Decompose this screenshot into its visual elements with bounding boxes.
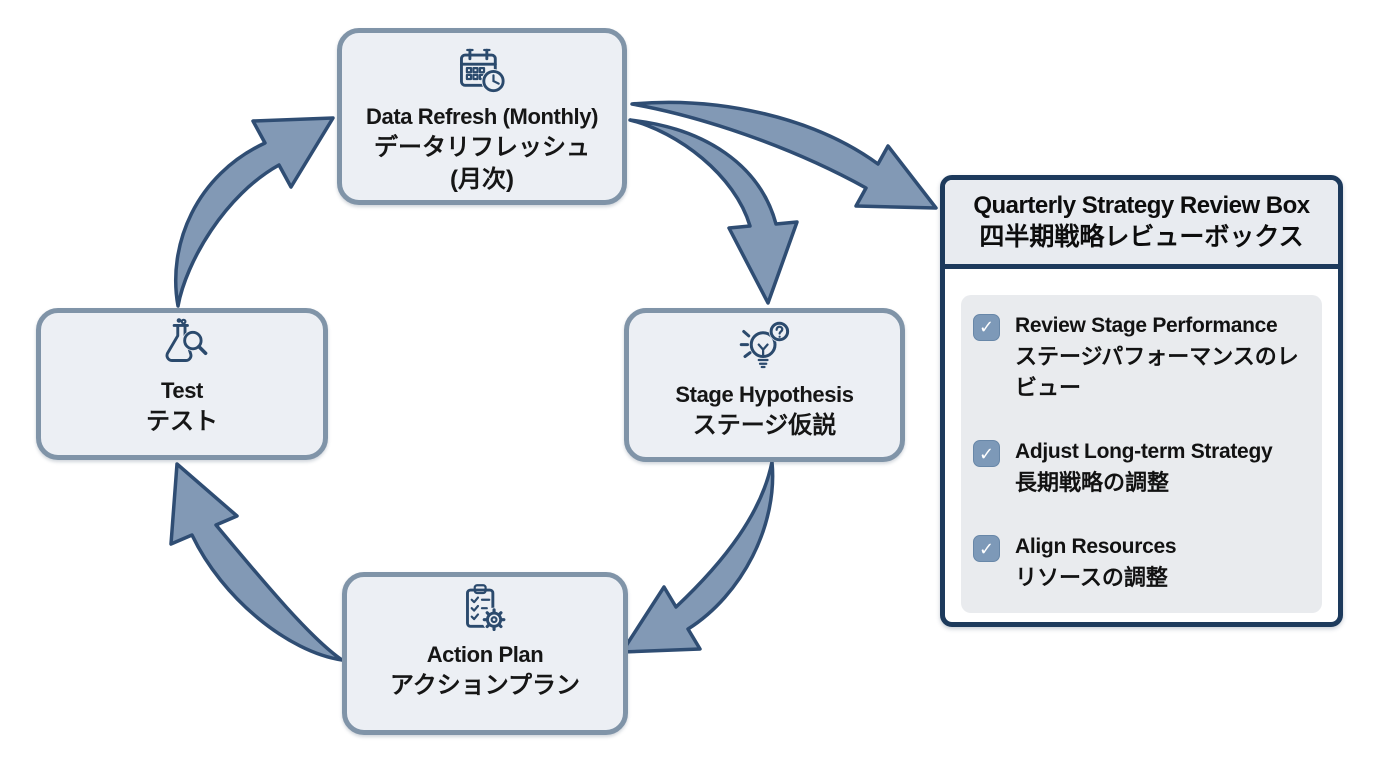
arrow-stage-hypothesis-to-action-plan	[620, 460, 775, 654]
check-icon: ✓	[978, 538, 995, 559]
panel-title-ja: 四半期戦略レビューボックス	[979, 223, 1304, 252]
checklist-label-ja: 長期戦略の調整	[1015, 470, 1170, 496]
checklist-label-en: Review Stage Performance	[1015, 313, 1278, 337]
panel-title-en: Quarterly Strategy Review Box	[973, 192, 1310, 219]
checkbox-align-resources[interactable]: ✓	[973, 535, 1000, 563]
flask-magnifier-icon	[165, 318, 208, 362]
node-action-plan: Action Plan アクションプラン	[342, 572, 628, 735]
lightbulb-question-icon	[739, 321, 790, 369]
node-label-en: Stage Hypothesis	[675, 382, 854, 407]
checklist-label-ja: リソースの調整	[1015, 565, 1168, 591]
node-label-ja2: (月次)	[450, 165, 514, 193]
node-label-ja: テスト	[146, 407, 218, 435]
panel-body: ✓ Review Stage Performance ステージパフォーマンスのレ…	[945, 269, 1338, 629]
node-label-en: Test	[160, 378, 203, 403]
node-test: Test テスト	[36, 308, 328, 460]
checklist-item: ✓ Adjust Long-term Strategy 長期戦略の調整	[973, 437, 1310, 498]
node-label-ja: アクションプラン	[389, 671, 581, 699]
checklist: ✓ Review Stage Performance ステージパフォーマンスのレ…	[961, 294, 1322, 614]
arrow-data-refresh-to-stage-hypothesis	[628, 118, 799, 305]
node-label-en: Data Refresh (Monthly)	[366, 104, 598, 129]
node-stage-hypothesis: Stage Hypothesis ステージ仮説	[624, 308, 905, 462]
node-label-ja: ステージ仮説	[692, 411, 837, 439]
check-icon: ✓	[978, 443, 995, 464]
arrow-test-to-data-refresh	[173, 116, 335, 308]
arrow-data-refresh-to-review-box	[630, 100, 938, 210]
checklist-label-en: Align Resources	[1015, 535, 1177, 559]
checklist-label-ja: ステージパフォーマンスのレビュー	[1015, 343, 1299, 400]
checkbox-review-stage-performance[interactable]: ✓	[973, 313, 1000, 341]
check-icon: ✓	[978, 317, 995, 338]
node-label-en: Action Plan	[426, 642, 544, 667]
checklist-label-en: Adjust Long-term Strategy	[1015, 440, 1273, 464]
checklist-item: ✓ Review Stage Performance ステージパフォーマンスのレ…	[973, 311, 1310, 403]
clipboard-gear-icon	[466, 584, 507, 632]
calendar-clock-icon	[460, 48, 506, 94]
arrow-action-plan-to-test	[169, 462, 344, 662]
checkbox-adjust-long-term-strategy[interactable]: ✓	[973, 440, 1000, 468]
checklist-item: ✓ Align Resources リソースの調整	[973, 532, 1310, 593]
node-data-refresh: Data Refresh (Monthly) データリフレッシュ (月次)	[337, 28, 627, 205]
panel-header: Quarterly Strategy Review Box 四半期戦略レビューボ…	[945, 180, 1338, 269]
quarterly-review-panel: Quarterly Strategy Review Box 四半期戦略レビューボ…	[940, 175, 1343, 627]
node-label-ja: データリフレッシュ	[374, 133, 590, 161]
